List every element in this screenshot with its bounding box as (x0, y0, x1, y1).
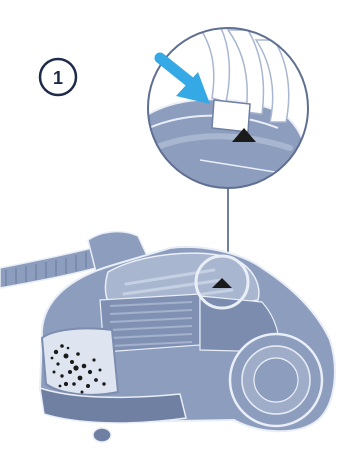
front-caster (93, 428, 111, 442)
zoom-detail (140, 26, 312, 200)
step-number: 1 (53, 68, 63, 88)
step-badge: 1 (40, 59, 76, 95)
vacuum-body (40, 247, 335, 442)
